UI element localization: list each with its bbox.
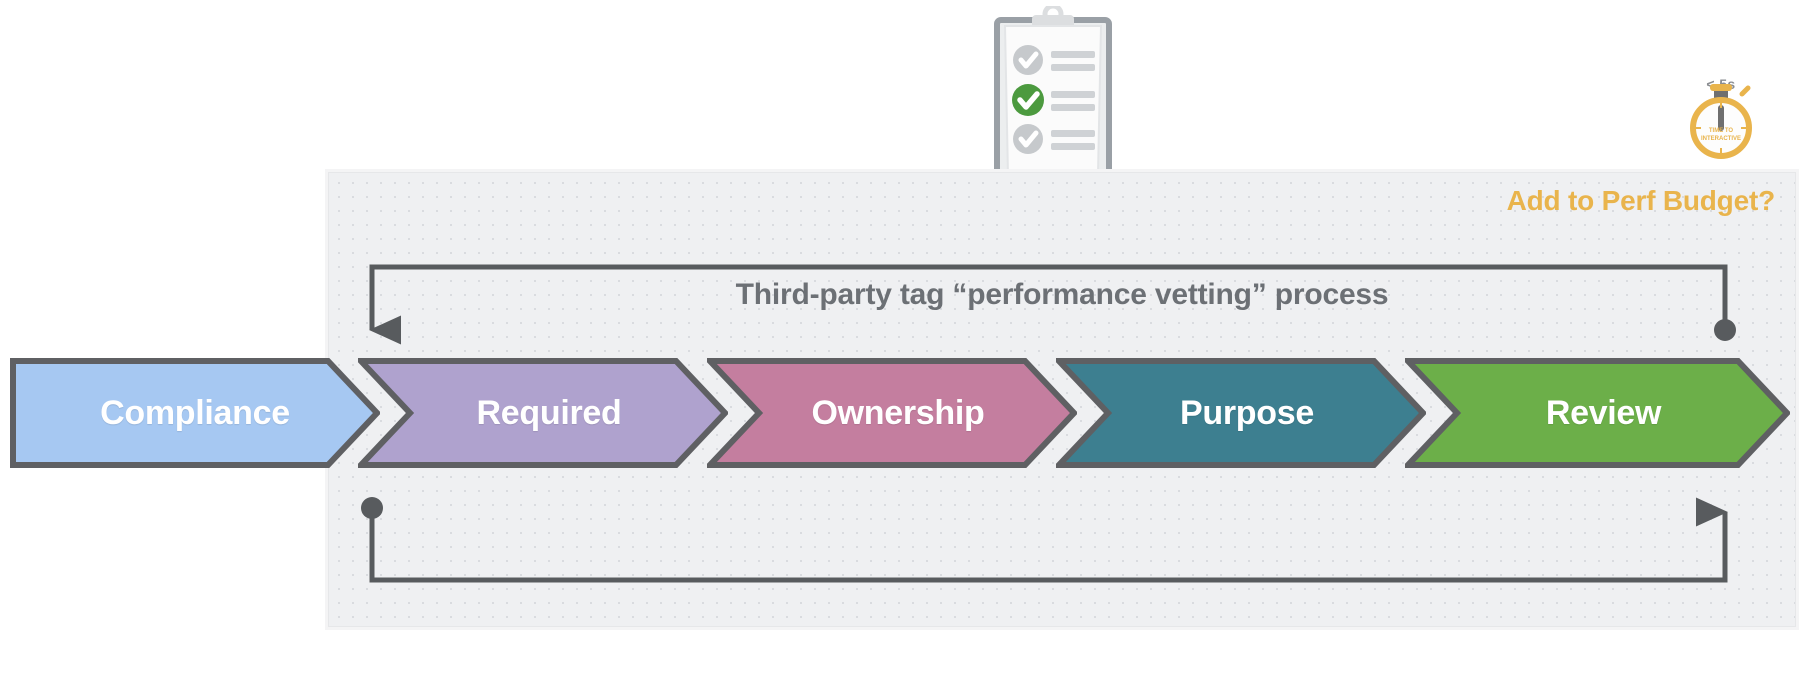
stage-chevron-ownership[interactable]: Ownership — [707, 358, 1077, 468]
stopwatch-face-line2: INTERACTIVE — [1701, 136, 1741, 142]
perf-budget-label: Add to Perf Budget? — [1506, 185, 1776, 216]
clipboard-illustration — [985, 3, 1130, 221]
process-stage-row: Compliance Required Ownership Purpose Re… — [0, 358, 1810, 468]
stage-label: Required — [476, 393, 622, 432]
stage-chevron-compliance[interactable]: Compliance — [10, 358, 380, 468]
stage-label: Compliance — [100, 393, 290, 432]
clipboard-row-2 — [1012, 84, 1095, 116]
stopwatch-face-line1: TIME TO — [1709, 128, 1734, 134]
check-done-icon — [1012, 84, 1044, 116]
panel-heading: Third-party tag “performance vetting” pr… — [735, 278, 1389, 311]
stage-label: Review — [1545, 393, 1662, 432]
stage-chevron-review[interactable]: Review — [1405, 358, 1790, 468]
clipboard-row-3 — [1013, 124, 1095, 154]
stage-label: Ownership — [811, 393, 985, 432]
stopwatch-icon: TIME TO INTERACTIVE — [1676, 70, 1766, 162]
clipboard-row-1 — [1013, 45, 1095, 75]
stage-label: Purpose — [1180, 393, 1314, 432]
stage-chevron-purpose[interactable]: Purpose — [1056, 358, 1426, 468]
stage-chevron-required[interactable]: Required — [358, 358, 728, 468]
